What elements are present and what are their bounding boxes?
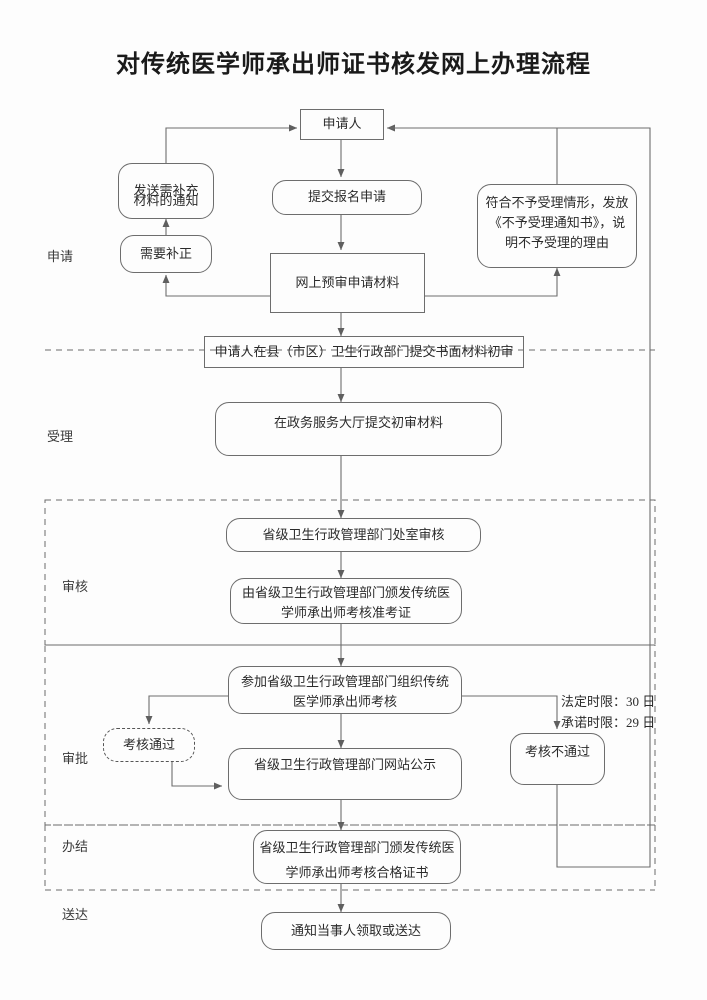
node-county-paper-review[interactable]: 申请人在县（市区）卫生行政部门提交书面材料初审 [204, 336, 524, 368]
time-limit-promised-value: 29 日 [626, 715, 656, 730]
stage-label-complete: 办结 [61, 839, 88, 854]
edge-prereview-to-correction [162, 274, 270, 297]
node-line-1: 由省级卫生行政管理部门颁发传统医 [241, 585, 450, 600]
edge-exam-to-passed [145, 695, 228, 725]
node-submit-application[interactable]: 提交报名申请 [272, 180, 422, 215]
node-need-correction[interactable]: 需要补正 [120, 235, 212, 273]
node-line-1: 发送需补充 [133, 182, 199, 198]
page-title: 对传统医学师承出师证书核发网上办理流程 [116, 52, 591, 78]
stage-label-accept: 受理 [46, 429, 73, 444]
node-exam-passed[interactable]: 考核通过 [103, 728, 195, 762]
node-not-accepted-notice[interactable]: 符合不予受理情形，发放 《不予受理通知书》，说 明不予受理的理由 [477, 184, 637, 268]
node-website-publicity[interactable]: 省级卫生行政管理部门网站公示 [228, 748, 462, 800]
stage-label-deliver: 送达 [61, 907, 88, 922]
node-notify-party[interactable]: 通知当事人领取或送达 [261, 912, 451, 950]
node-issue-admission-ticket[interactable]: 由省级卫生行政管理部门颁发传统医 学师承出师考核准考证 [230, 578, 462, 624]
node-online-prereview[interactable]: 网上预审申请材料 [270, 253, 425, 313]
node-line-2: 医学师承出师考核 [292, 694, 397, 710]
node-line-2: 学师承出师考核合格证书 [285, 864, 429, 880]
edge-passed-to-publicity [171, 762, 223, 790]
node-line-1: 符合不予受理情形，发放 [485, 195, 629, 210]
stage-label-approve: 审批 [61, 751, 88, 766]
node-applicant[interactable]: 申请人 [300, 109, 384, 140]
edge-notaccepted-to-applicant [386, 124, 558, 184]
time-limit-statutory: 法定时限：30 日 [561, 692, 655, 713]
node-provincial-office-review[interactable]: 省级卫生行政管理部门处室审核 [226, 518, 481, 552]
node-line-1: 省级卫生行政管理部门颁发传统医 [259, 840, 455, 855]
node-hall-submit[interactable]: 在政务服务大厅提交初审材料 [215, 402, 502, 456]
node-line-3: 明不予受理的理由 [504, 235, 609, 251]
section-box-review [44, 499, 656, 646]
edge-prereview-to-notaccepted [425, 267, 561, 297]
section-box-approve [44, 644, 656, 826]
node-exam-failed[interactable]: 考核不通过 [510, 733, 605, 785]
edge-failed-to-applicant [387, 127, 651, 868]
edge-exam-to-failed [462, 695, 561, 730]
stage-label-apply: 申请 [46, 249, 73, 264]
edge-notice-to-applicant [165, 124, 298, 163]
stage-label-review: 审核 [61, 579, 88, 594]
node-line-1: 参加省级卫生行政管理部门组织传统 [240, 674, 449, 689]
node-send-supplement-notice[interactable]: 发送需补充 材料的通知 [118, 163, 214, 219]
node-take-exam[interactable]: 参加省级卫生行政管理部门组织传统 医学师承出师考核 [228, 666, 462, 714]
node-line-2: 学师承出师考核准考证 [280, 605, 411, 621]
node-line-2: 《不予受理通知书》，说 [488, 215, 626, 231]
node-issue-certificate[interactable]: 省级卫生行政管理部门颁发传统医 学师承出师考核合格证书 [253, 830, 461, 884]
time-limit-statutory-value: 30 日 [626, 694, 656, 709]
time-limit-promised-label: 承诺时限： [561, 715, 627, 730]
time-limit-statutory-label: 法定时限： [561, 694, 627, 709]
node-line-2: 材料的通知 [133, 193, 199, 208]
time-limit-promised: 承诺时限：29 日 [561, 713, 655, 734]
